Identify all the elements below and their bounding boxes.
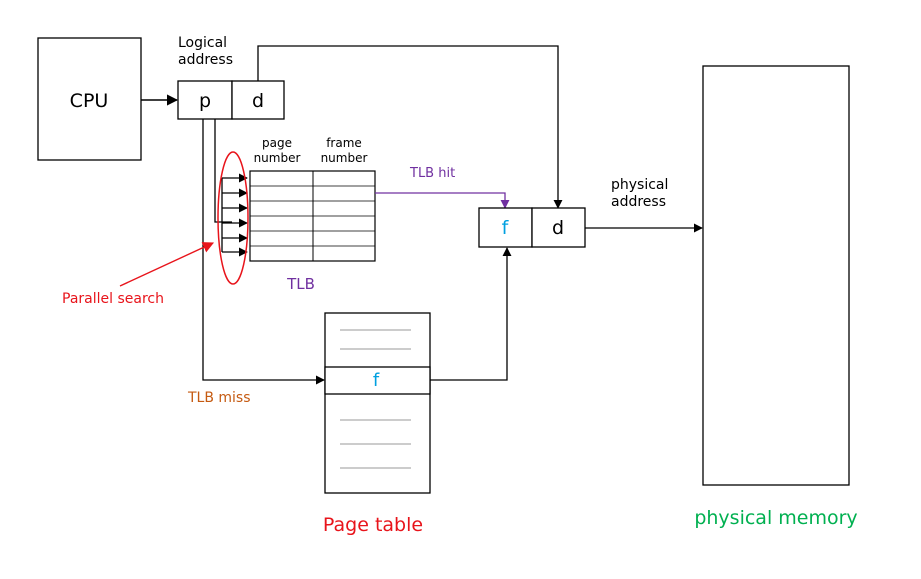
physical-memory-label: physical memory [694,507,857,529]
logical-d-text: d [252,90,264,112]
tlb-miss-label: TLB miss [187,390,251,406]
tlb-col-frame-1: frame [326,136,362,150]
logical-address-label-2: address [178,52,233,68]
tlb-col-page-2: number [254,151,301,165]
physical-f-cell [478,207,533,248]
page-table-label: Page table [323,514,423,536]
logical-p-cell [177,80,233,120]
physical-memory-box [702,65,850,486]
tlb-col-page-1: page [262,136,292,150]
physical-f-text: f [502,217,510,239]
offset-path [257,45,563,209]
cpu-label: CPU [70,90,109,112]
physical-d-text: d [552,217,564,239]
parallel-search-label: Parallel search [62,291,164,307]
tlb-col-frame-2: number [321,151,368,165]
tlb-label: TLB [286,275,315,293]
cpu-box [37,37,142,161]
parallel-search-ellipse [217,151,249,285]
page-table-to-physical-path [430,247,512,381]
physical-d-cell [531,207,586,248]
tlb-miss-path [202,119,325,385]
tlb-hit-path [375,192,510,209]
logical-address-label-1: Logical [178,35,227,51]
tlb-hit-label: TLB hit [409,166,455,181]
p-to-tlb-line [214,119,232,223]
page-table [324,312,431,494]
logical-p-text: p [199,90,211,112]
physical-address-label-1: physical [611,177,668,193]
parallel-search-arrows [221,173,248,257]
page-table-entry-f: f [373,370,380,391]
tlb-table [249,170,376,262]
physical-address-label-2: address [611,194,666,210]
parallel-search-arrow [119,242,215,287]
